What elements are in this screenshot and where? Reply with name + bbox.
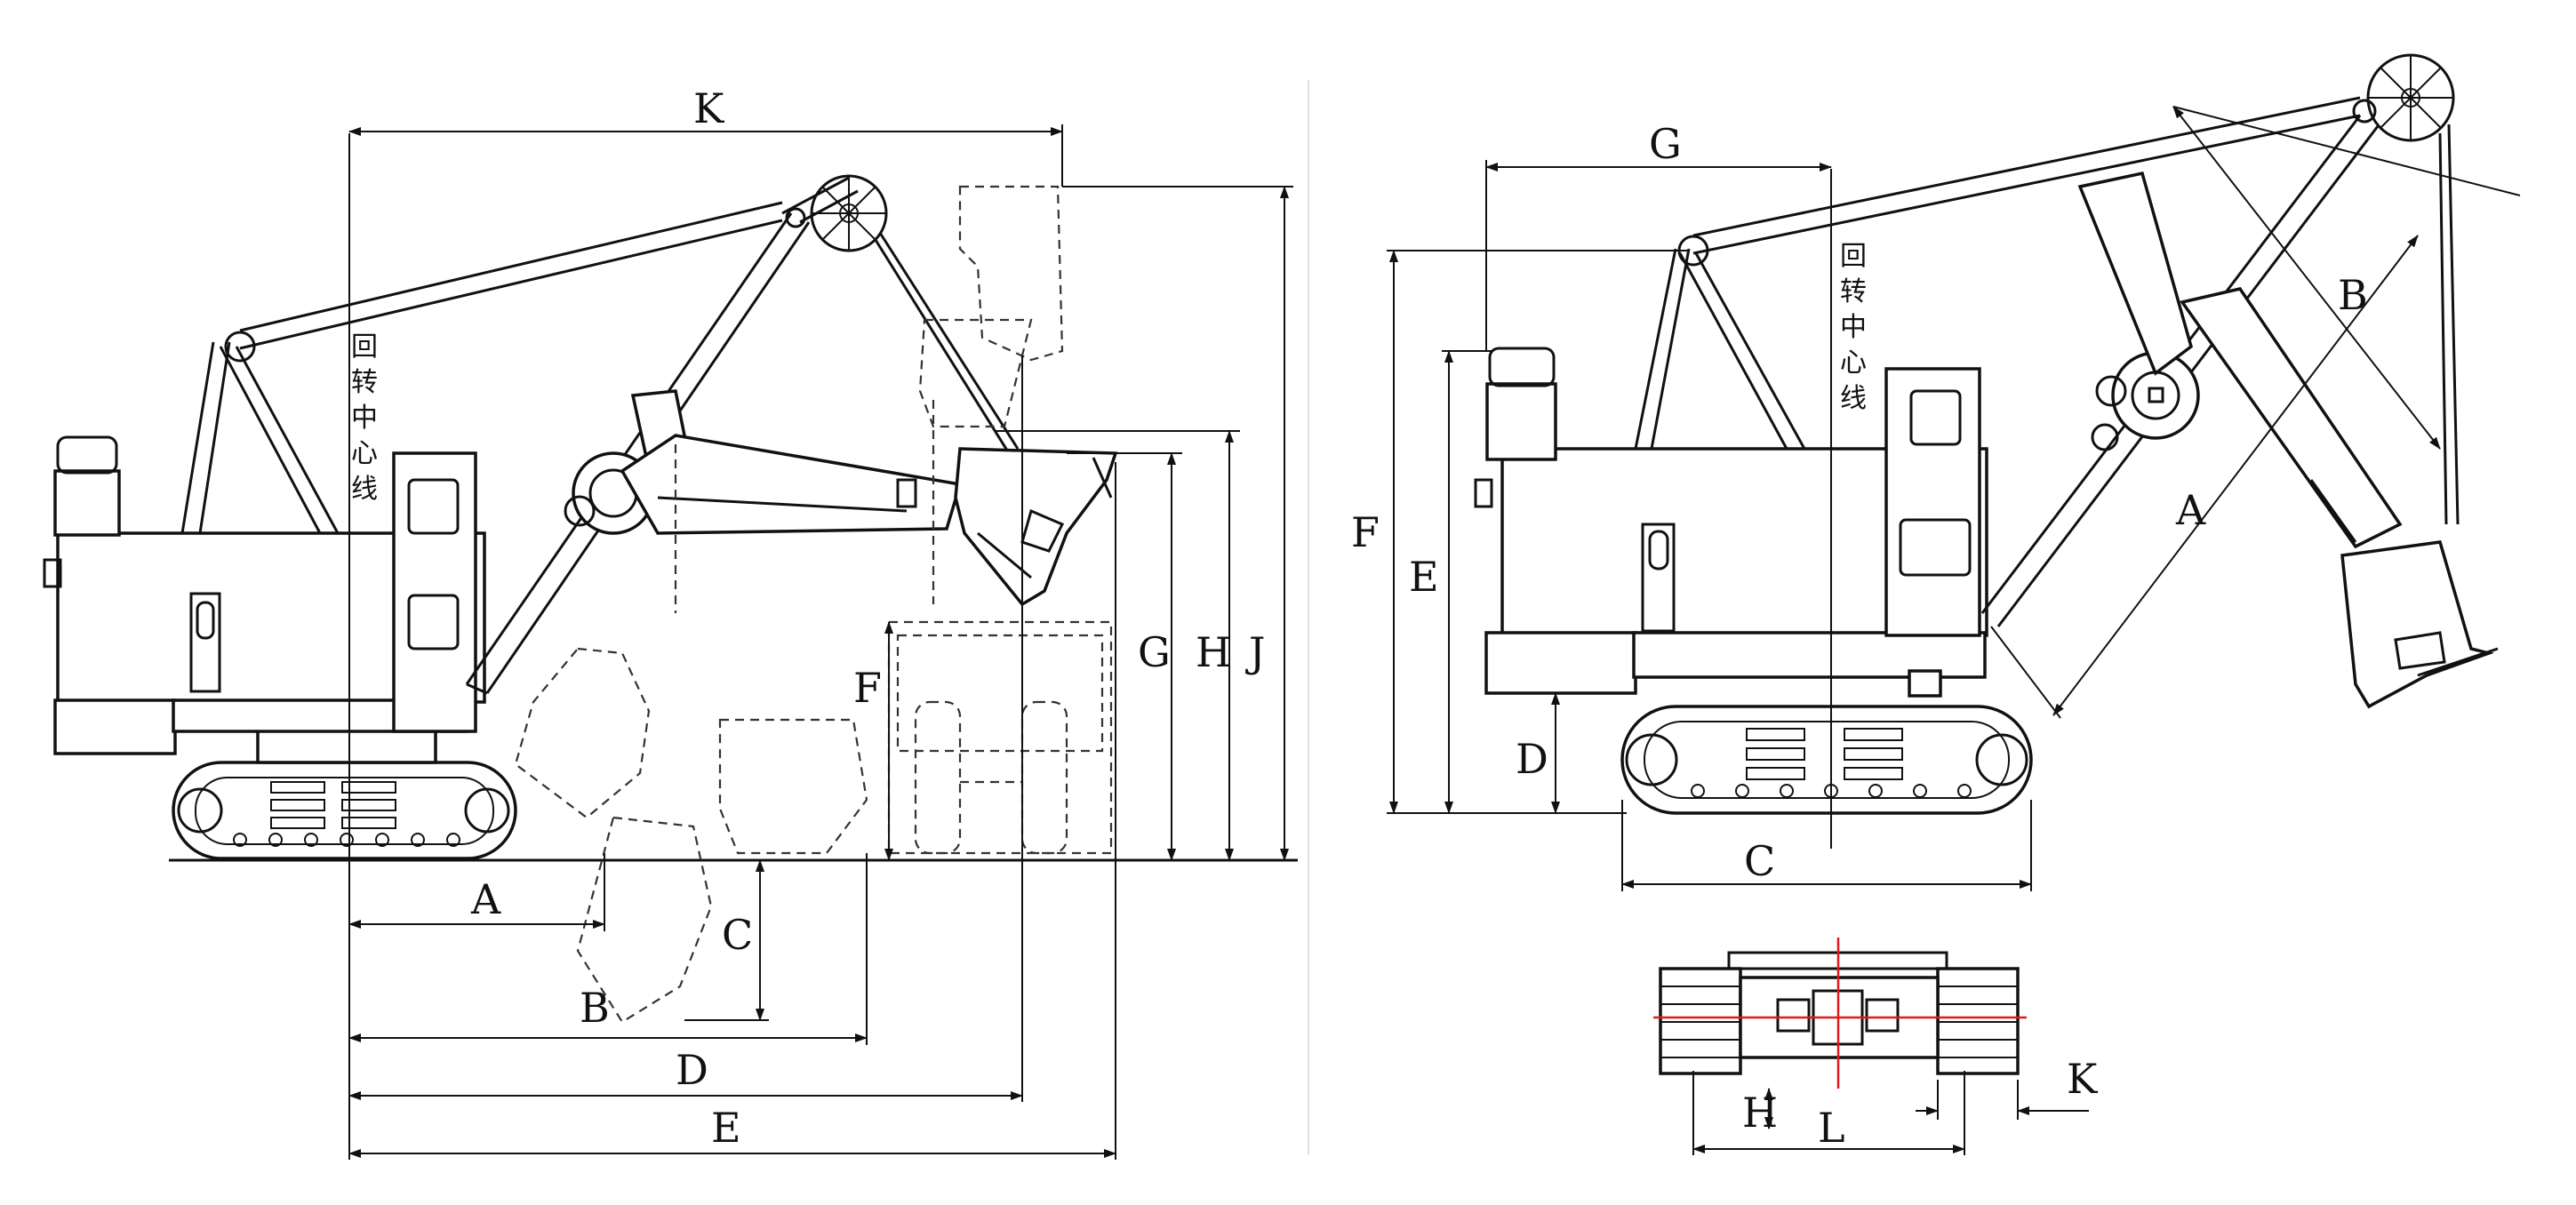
side-label-C: C xyxy=(722,911,753,959)
side-dipper xyxy=(954,447,1118,607)
right-dipper xyxy=(2340,540,2499,709)
side-center-char-0: 回 xyxy=(351,331,378,363)
right-label-E: E xyxy=(1409,553,1439,601)
right-dipper-handle xyxy=(2077,171,2403,549)
bottom-right-track xyxy=(1936,967,2020,1075)
side-lower-frame xyxy=(256,727,437,764)
side-label-H: H xyxy=(1196,628,1231,676)
side-center-char-4: 线 xyxy=(351,474,378,505)
side-dipper-handle xyxy=(620,389,963,535)
side-dimensions xyxy=(348,124,1293,1160)
right-center-char-0: 回 xyxy=(1840,241,1867,272)
side-view: 回 转 中 心 线 xyxy=(43,84,1298,1160)
side-center-char-1: 转 xyxy=(351,367,378,398)
side-gantry xyxy=(180,331,340,534)
side-center-line-text: 回 转 中 心 线 xyxy=(351,331,378,505)
side-boom xyxy=(465,174,1020,695)
bottom-left-track xyxy=(1659,967,1742,1075)
side-center-char-2: 中 xyxy=(351,403,378,434)
right-center-char-1: 转 xyxy=(1840,276,1867,307)
side-haul-truck xyxy=(887,620,1113,855)
side-suspension xyxy=(239,201,783,350)
side-label-G: G xyxy=(1138,628,1171,676)
bottom-label-H: H xyxy=(1742,1089,1778,1137)
right-center-line-text: 回 转 中 心 线 xyxy=(1840,241,1867,414)
side-label-J: J xyxy=(1245,628,1265,676)
right-label-B: B xyxy=(2338,271,2368,319)
right-gantry xyxy=(1634,235,1806,450)
right-center-char-3: 心 xyxy=(1840,347,1867,379)
right-label-G: G xyxy=(1649,120,1682,168)
right-saddle xyxy=(2091,351,2200,451)
right-center-char-2: 中 xyxy=(1840,312,1867,343)
side-label-D: D xyxy=(676,1046,708,1094)
bottom-view: H L K xyxy=(1653,938,2099,1155)
right-view: 回 转 中 心 线 G F E D xyxy=(1351,53,2521,891)
right-label-A: A xyxy=(2175,486,2206,534)
side-house xyxy=(43,435,486,755)
bottom-label-L: L xyxy=(1818,1104,1845,1152)
side-label-A: A xyxy=(470,875,501,923)
right-label-D: D xyxy=(1516,735,1548,783)
right-label-C: C xyxy=(1744,837,1775,885)
right-suspension xyxy=(1692,96,2361,255)
side-label-E: E xyxy=(711,1104,741,1152)
side-dipper-positions xyxy=(514,185,1064,1024)
right-crawler xyxy=(1620,705,2033,815)
right-dimensions xyxy=(1387,106,2521,891)
right-label-F: F xyxy=(1351,508,1380,556)
right-center-char-4: 线 xyxy=(1840,383,1867,414)
side-center-char-3: 心 xyxy=(351,438,378,469)
side-crawler xyxy=(172,761,517,860)
side-label-B: B xyxy=(580,984,610,1032)
side-label-F: F xyxy=(853,664,882,712)
side-label-K: K xyxy=(693,84,725,132)
bottom-dimensions xyxy=(1692,1071,2089,1155)
right-house xyxy=(1474,347,1988,698)
bottom-label-K: K xyxy=(2067,1055,2099,1103)
